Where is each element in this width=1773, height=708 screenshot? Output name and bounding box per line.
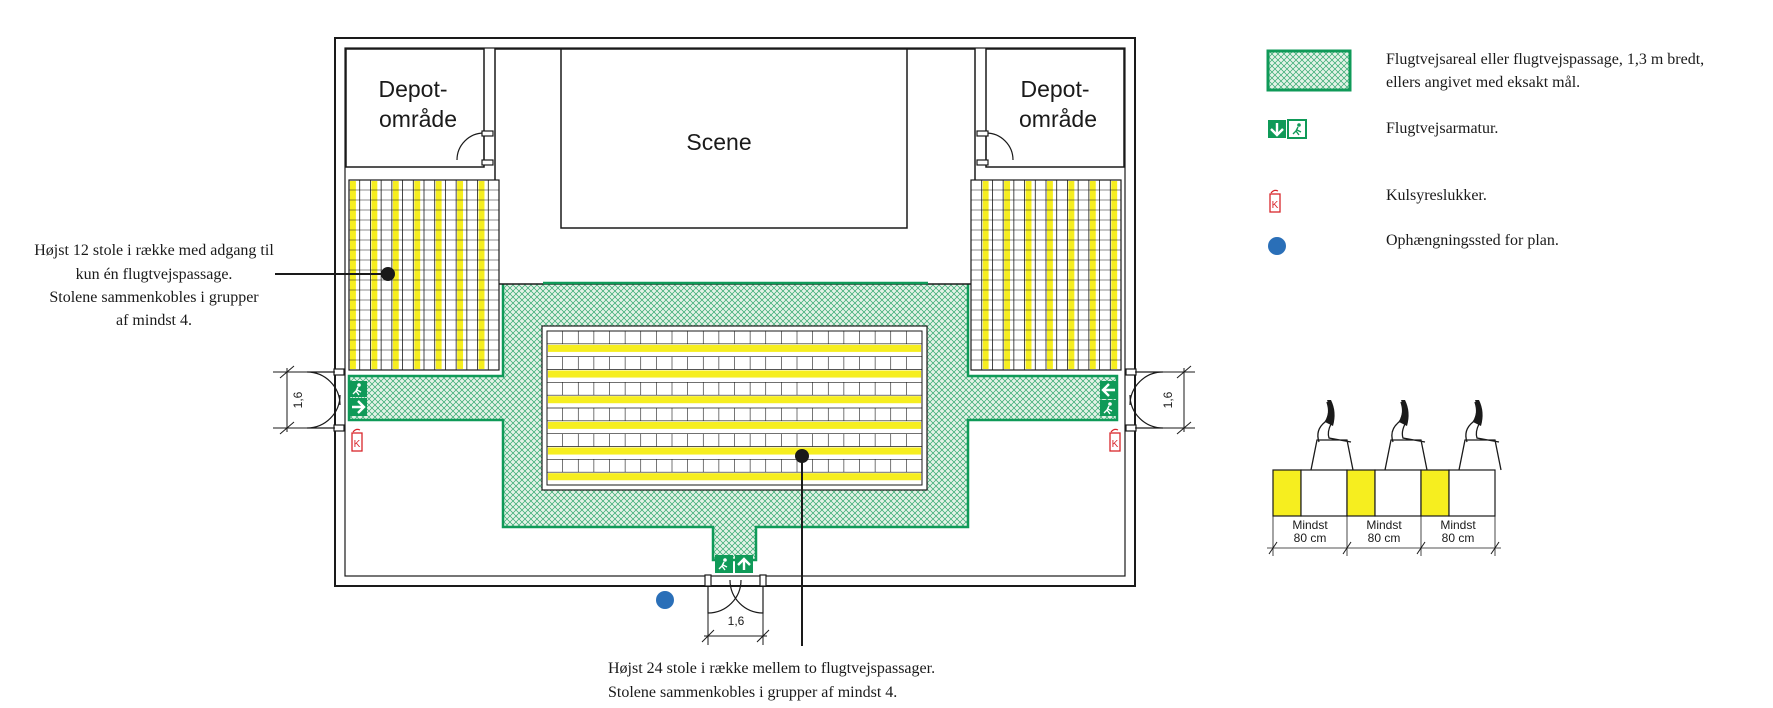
chair-detail-label: Mindst: [1440, 518, 1476, 532]
stage: [494, 48, 976, 285]
yellow-row-strip: [548, 447, 921, 455]
annotation-left-line-2: kun én flugtvejspassage.: [76, 266, 233, 283]
chair-seat: [1448, 469, 1496, 517]
depot-right-label-2: område: [1019, 106, 1097, 132]
legend-mount-point-icon: [1268, 237, 1286, 255]
exit-sign-right-top: [1100, 381, 1118, 399]
dimension-left: [273, 365, 335, 435]
legend-exit-sign-label: Flugtvejsarmatur.: [1386, 120, 1498, 137]
depot-right-label-1: Depot-: [1020, 76, 1089, 102]
legend-escape-area-line-1: Flugtvejsareal eller flugtvejspassage, 1…: [1386, 51, 1704, 68]
chair-detail-label: Mindst: [1366, 518, 1402, 532]
svg-text:K: K: [1272, 200, 1279, 211]
yellow-row-strip: [457, 181, 464, 369]
seating-block-right: [970, 179, 1122, 371]
exit-sign-bottom: [715, 555, 753, 573]
mount-point-marker: [656, 591, 674, 609]
legend-extinguisher-icon: K: [1269, 189, 1281, 213]
yellow-row-strip: [548, 473, 921, 481]
legend-mount-point-label: Ophængningssted for plan.: [1386, 232, 1559, 249]
yellow-row-strip: [435, 181, 442, 369]
chair-detail-label: 80 cm: [1442, 531, 1475, 545]
scene-label: Scene: [686, 129, 751, 155]
yellow-row-strip: [548, 344, 921, 352]
annotation-bottom-line-2: Stolene sammenkobles i grupper af mindst…: [608, 684, 897, 701]
annotation-left-line-3: Stolene sammenkobles i grupper: [49, 289, 259, 306]
exit-door-left: [306, 368, 345, 432]
door-depot-left: [456, 130, 494, 166]
exit-sign-left-bottom: [349, 398, 367, 416]
yellow-row-strip: [982, 181, 989, 369]
chair-seat: [1300, 469, 1348, 517]
annotation-left-line-4: af mindst 4.: [116, 312, 192, 329]
chair-row-space: [1346, 469, 1376, 517]
extinguisher-left: K: [351, 428, 363, 452]
yellow-row-strip: [1025, 181, 1032, 369]
yellow-row-strip: [548, 370, 921, 378]
chair-seat: [1374, 469, 1422, 517]
chair-icon: [1384, 401, 1428, 471]
yellow-row-strip: [1068, 181, 1075, 369]
annotation-bottom-line-1: Højst 24 stole i række mellem to flugtve…: [608, 660, 935, 677]
annotation-left-leader: [275, 267, 395, 281]
yellow-row-strip: [1089, 181, 1096, 369]
yellow-row-strip: [1111, 181, 1118, 369]
dimension-bottom: [701, 586, 770, 645]
chair-row-space: [1420, 469, 1450, 517]
annotation-bottom-leader: [795, 449, 809, 646]
seating-block-center: [541, 325, 928, 491]
dimension-right-label: 1,6: [1161, 391, 1175, 408]
annotation-left-line-1: Højst 12 stole i række med adgang til: [34, 242, 274, 259]
depot-left-label-1: Depot-: [378, 76, 447, 102]
legend-escape-area-line-2: ellers angivet med eksakt mål.: [1386, 74, 1580, 91]
depot-room-left: [345, 48, 485, 168]
svg-text:K: K: [354, 439, 361, 450]
dimension-left-label: 1,6: [291, 391, 305, 408]
yellow-row-strip: [392, 181, 399, 369]
legend-escape-area-swatch: [1266, 49, 1352, 92]
exit-sign-left-top: [349, 381, 367, 397]
chair-row-space: [1272, 469, 1302, 517]
exit-door-bottom: [704, 574, 767, 614]
yellow-row-strip: [414, 181, 421, 369]
svg-text:K: K: [1112, 439, 1119, 450]
exit-sign-right-bottom: [1100, 400, 1118, 416]
exit-door-right: [1125, 368, 1164, 432]
depot-room-right: [985, 48, 1125, 168]
chair-detail-label: Mindst: [1292, 518, 1328, 532]
depot-left-label-2: område: [379, 106, 457, 132]
building-outline: [334, 37, 1136, 587]
chair-detail-label: 80 cm: [1294, 531, 1327, 545]
chair-icon: [1310, 401, 1354, 471]
chair-detail-label: 80 cm: [1368, 531, 1401, 545]
dimension-bottom-label: 1,6: [728, 614, 745, 628]
extinguisher-right: K: [1109, 428, 1121, 452]
dimension-right: [1135, 365, 1195, 435]
yellow-row-strip: [478, 181, 485, 369]
yellow-row-strip: [548, 421, 921, 429]
yellow-row-strip: [1047, 181, 1053, 369]
legend: Flugtvejsareal eller flugtvejspassage, 1…: [1266, 49, 1704, 255]
door-depot-right: [976, 130, 1014, 166]
legend-extinguisher-label: Kulsyreslukker.: [1386, 187, 1487, 204]
yellow-row-strip: [548, 396, 921, 404]
yellow-row-strip: [1004, 181, 1011, 369]
chair-icon: [1458, 401, 1502, 471]
legend-exit-sign-icon: [1268, 119, 1307, 139]
